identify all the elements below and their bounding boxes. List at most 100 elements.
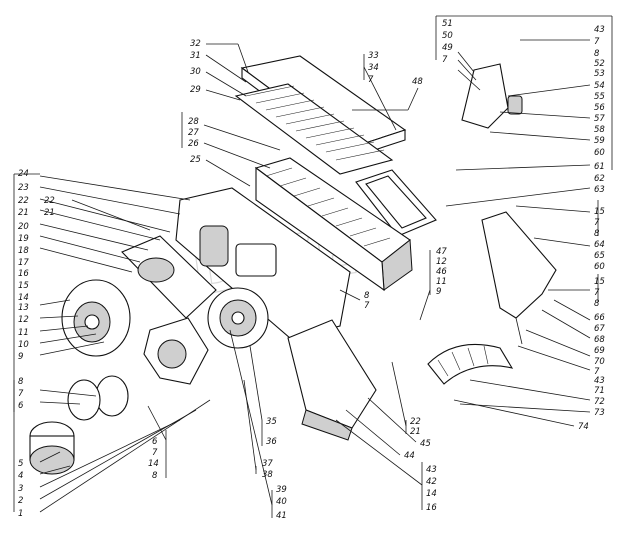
label: 7 (594, 367, 600, 377)
label: 8 (364, 291, 370, 301)
lower-duct (287, 319, 377, 441)
label: 22 (44, 196, 55, 206)
label: 52 (594, 59, 605, 69)
label: 17 (18, 258, 29, 268)
filter-grille (234, 83, 394, 175)
volute-casing (143, 317, 209, 385)
label: 14 (148, 459, 159, 469)
label: 15 (594, 277, 605, 287)
label: 6 (152, 437, 158, 447)
label: 38 (262, 470, 273, 480)
label: 39 (276, 485, 287, 495)
label: 43 (426, 465, 437, 475)
label: 29 (190, 85, 201, 95)
label: 14 (426, 489, 437, 499)
label: 50 (442, 31, 453, 41)
label: 11 (18, 328, 29, 338)
flex-hose (427, 343, 514, 385)
label: 20 (18, 222, 29, 232)
main-housing (175, 187, 351, 339)
label: 15 (18, 281, 29, 291)
label: 63 (594, 185, 605, 195)
label: 35 (266, 417, 277, 427)
label: 7 (18, 389, 24, 399)
label: 11 (436, 277, 447, 287)
label: 46 (436, 267, 447, 277)
label: 68 (594, 335, 605, 345)
label: 21 (44, 208, 55, 218)
label: 58 (594, 125, 605, 135)
label: 22 (18, 196, 29, 206)
label: 67 (594, 324, 605, 334)
label: 64 (594, 240, 605, 250)
label: 70 (594, 357, 605, 367)
label: 3 (18, 484, 23, 494)
heater-core (254, 157, 413, 292)
label: 24 (18, 169, 29, 179)
label: 36 (266, 437, 277, 447)
label: 12 (18, 315, 29, 325)
label: 31 (190, 51, 201, 61)
label: 54 (594, 81, 605, 91)
label: 7 (368, 75, 374, 85)
label: 57 (594, 114, 605, 124)
canister (29, 421, 75, 475)
label: 9 (436, 287, 441, 297)
label: 2 (18, 496, 23, 506)
label: 37 (262, 459, 273, 469)
label: 28 (188, 117, 199, 127)
label: 23 (18, 183, 29, 193)
label: 1 (18, 509, 23, 519)
label: 5 (18, 459, 23, 469)
label: 43 (594, 376, 605, 386)
label: 33 (368, 51, 379, 61)
label: 8 (18, 377, 24, 387)
label: 26 (188, 139, 199, 149)
label: 48 (412, 77, 423, 87)
label: 69 (594, 346, 605, 356)
label: 47 (436, 247, 447, 257)
label: 60 (594, 148, 605, 158)
right-bracket (481, 211, 557, 345)
label: 7 (152, 448, 158, 458)
label: 49 (442, 43, 453, 53)
label: 8 (594, 299, 600, 309)
label: 7 (594, 37, 600, 47)
left-fan-housing (121, 235, 217, 319)
leader-lines (13, 15, 613, 518)
fan-motor (61, 279, 131, 357)
label: 18 (18, 246, 29, 256)
clamp-rings (67, 375, 129, 421)
label: 62 (594, 174, 605, 184)
label: 55 (594, 92, 605, 102)
label: 7 (594, 288, 600, 298)
label: 8 (594, 49, 600, 59)
label: 71 (594, 386, 605, 396)
label: 59 (594, 136, 605, 146)
label: 45 (420, 439, 431, 449)
label: 8 (594, 229, 600, 239)
label: 34 (368, 63, 379, 73)
label: 12 (436, 257, 447, 267)
label: 21 (18, 208, 29, 218)
label: 43 (594, 25, 605, 35)
label: 72 (594, 397, 605, 407)
label: 27 (188, 128, 199, 138)
label: 21 (410, 427, 421, 437)
label: 6 (18, 401, 24, 411)
label: 25 (190, 155, 201, 165)
label: 4 (18, 471, 23, 481)
label: 51 (442, 19, 453, 29)
label: 60 (594, 262, 605, 272)
label: 56 (594, 103, 605, 113)
label: 73 (594, 408, 605, 418)
label: 16 (426, 503, 437, 513)
top-right-mount (461, 63, 523, 129)
label: 41 (276, 511, 287, 521)
part-labels: 24 23 22 21 20 19 18 17 16 15 14 13 12 1… (18, 19, 605, 521)
label: 66 (594, 313, 605, 323)
label: 13 (18, 303, 29, 313)
label: 61 (594, 162, 605, 172)
